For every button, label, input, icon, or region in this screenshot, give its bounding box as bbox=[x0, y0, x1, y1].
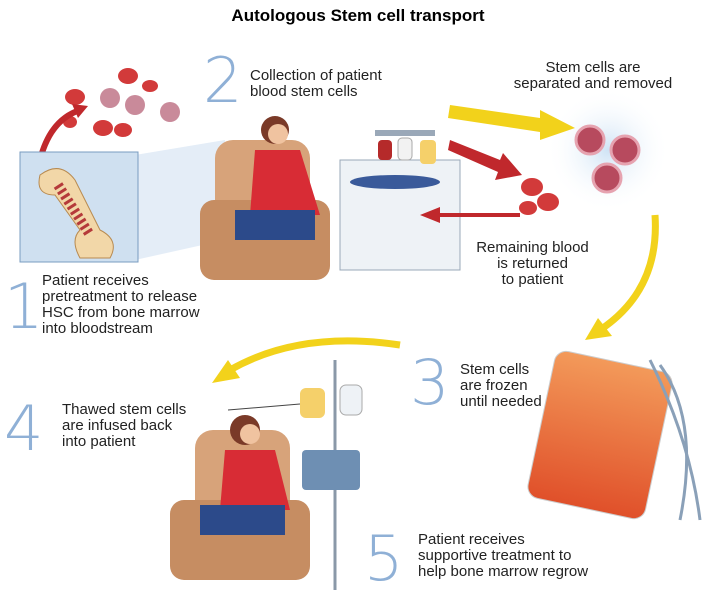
caption-line: help bone marrow regrow bbox=[418, 563, 589, 580]
stem-cells-icon bbox=[574, 124, 641, 194]
caption-line: Patient receives bbox=[418, 531, 525, 548]
caption-line: Thawed stem cells bbox=[62, 401, 187, 418]
red-cells-icon bbox=[519, 178, 559, 215]
step-5-caption: Patient receives supportive treatment to… bbox=[418, 532, 588, 580]
apheresis-machine bbox=[339, 130, 461, 271]
caption-line: into patient bbox=[62, 433, 136, 450]
step-2-caption: Collection of patient blood stem cells bbox=[250, 68, 382, 100]
caption-line: is returned bbox=[497, 255, 568, 272]
caption-line: are frozen bbox=[460, 377, 528, 394]
returned-caption: Remaining blood is returned to patient bbox=[450, 240, 615, 288]
frozen-bag-icon bbox=[527, 350, 702, 521]
caption-line: supportive treatment to bbox=[418, 547, 572, 564]
caption-line: pretreatment to release bbox=[42, 288, 198, 305]
caption-line: Patient receives bbox=[42, 272, 149, 289]
caption-line: Stem cells are bbox=[545, 59, 641, 76]
caption-line: blood stem cells bbox=[250, 83, 358, 100]
caption-line: Remaining blood bbox=[476, 239, 589, 256]
bone-icon bbox=[38, 168, 114, 259]
arrow-to-freeze-icon bbox=[585, 318, 612, 340]
caption-line: HSC from bone marrow bbox=[42, 304, 200, 321]
caption-line: Collection of patient bbox=[250, 67, 382, 84]
patient-chair-collection bbox=[200, 116, 330, 280]
step-4-caption: Thawed stem cells are infused back into … bbox=[62, 402, 186, 450]
step-1-number: 1 bbox=[4, 270, 44, 343]
step-2-number: 2 bbox=[203, 44, 243, 117]
step-3-number: 3 bbox=[410, 346, 450, 419]
blood-cells-released bbox=[63, 68, 180, 137]
diagram-title: Autologous Stem cell transport bbox=[231, 6, 485, 25]
arrow-red-cells-icon bbox=[448, 140, 522, 180]
caption-line: into bloodstream bbox=[42, 320, 153, 337]
step-5-number: 5 bbox=[364, 522, 404, 595]
caption-line: until needed bbox=[460, 393, 542, 410]
caption-line: are infused back bbox=[62, 417, 173, 434]
separated-caption: Stem cells are separated and removed bbox=[488, 60, 698, 92]
patient-chair-infusion bbox=[170, 360, 363, 590]
step-4-number: 4 bbox=[4, 392, 44, 465]
arrow-to-infuse-icon bbox=[212, 360, 240, 383]
caption-line: Stem cells bbox=[460, 361, 530, 378]
step-3-caption: Stem cells are frozen until needed bbox=[460, 362, 542, 410]
step-1-caption: Patient receives pretreatment to release… bbox=[42, 273, 200, 337]
caption-line: separated and removed bbox=[513, 75, 673, 92]
arrow-to-separation-icon bbox=[448, 105, 575, 140]
arrow-return-icon bbox=[420, 207, 440, 223]
caption-line: to patient bbox=[501, 271, 564, 288]
